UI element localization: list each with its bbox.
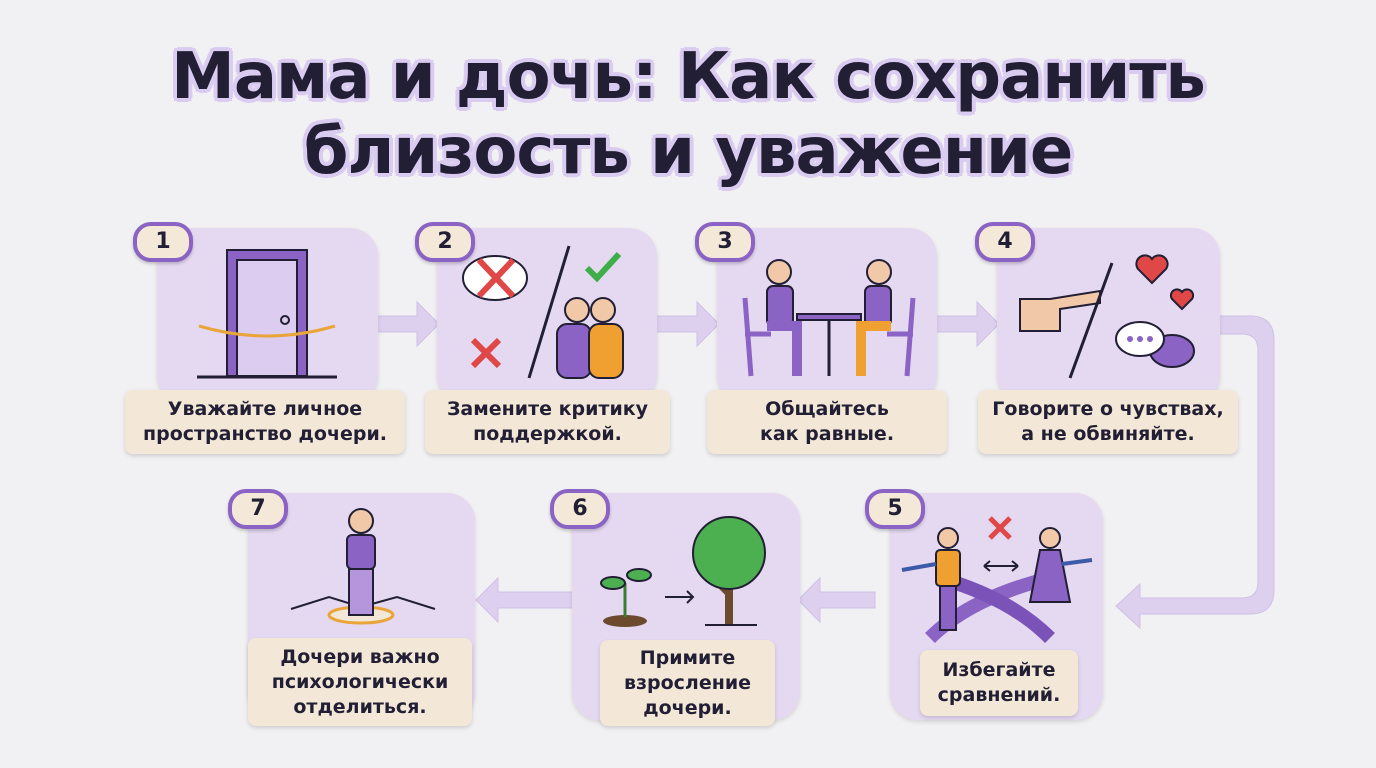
criticism-vs-hug-icon bbox=[462, 245, 624, 379]
title-line-2: близость и уважение bbox=[303, 115, 1073, 189]
comparison-icon bbox=[901, 516, 1093, 643]
step-6-badge: 6 bbox=[550, 489, 610, 529]
step-1-text-1: Уважайте личное bbox=[167, 398, 363, 420]
step-6-text-3: дочери. bbox=[643, 696, 732, 719]
step-7-text-1: Дочери важно bbox=[280, 645, 440, 668]
pointing-vs-hearts-icon bbox=[1019, 254, 1195, 379]
step-4-badge: 4 bbox=[975, 222, 1035, 262]
step-7-text-2: психологически bbox=[271, 670, 449, 693]
step-2-card bbox=[437, 228, 657, 403]
step-2-badge: 2 bbox=[415, 222, 475, 262]
talking-at-table-icon bbox=[742, 259, 916, 377]
step-4-label: Говорите о чувствах, а не обвиняйте. bbox=[978, 390, 1238, 454]
step-3-label: Общайтесь как равные. bbox=[707, 390, 947, 454]
step-4-text-1: Говорите о чувствах, bbox=[992, 398, 1224, 420]
step-6-text-2: взросление bbox=[623, 671, 752, 694]
step-4-card bbox=[997, 228, 1220, 403]
step-5-text-2: сравнений. bbox=[937, 684, 1061, 706]
step-1-badge: 1 bbox=[133, 222, 193, 262]
step-7-text-3: отделиться. bbox=[293, 695, 427, 718]
step-5-badge: 5 bbox=[865, 489, 925, 529]
title-line-1: Мама и дочь: Как сохранить bbox=[171, 40, 1206, 114]
step-1-card bbox=[157, 228, 378, 403]
step-2-text-1: Замените критику bbox=[446, 398, 649, 420]
step-5-text-1: Избегайте bbox=[942, 659, 1056, 681]
standing-person-icon bbox=[290, 508, 436, 625]
step-3-text-2: как равные. bbox=[759, 423, 895, 445]
step-3-badge: 3 bbox=[695, 222, 755, 262]
sprout-to-tree-icon bbox=[600, 516, 766, 627]
arrow-4-5 bbox=[1115, 315, 1275, 630]
step-2-label: Замените критику поддержкой. bbox=[425, 390, 670, 454]
arrow-5-6 bbox=[797, 576, 876, 624]
step-1-text-2: пространство дочери. bbox=[142, 423, 388, 445]
step-1-label: Уважайте личное пространство дочери. bbox=[125, 390, 405, 454]
step-5-label: Избегайте сравнений. bbox=[920, 650, 1078, 716]
step-2-text-2: поддержкой. bbox=[473, 423, 622, 445]
door-icon bbox=[197, 249, 337, 379]
step-7-badge: 7 bbox=[228, 489, 288, 529]
step-6-text-1: Примите bbox=[639, 646, 736, 669]
step-4-text-2: а не обвиняйте. bbox=[1021, 423, 1195, 445]
step-3-card bbox=[717, 228, 937, 403]
step-3-text-1: Общайтесь bbox=[765, 398, 889, 420]
